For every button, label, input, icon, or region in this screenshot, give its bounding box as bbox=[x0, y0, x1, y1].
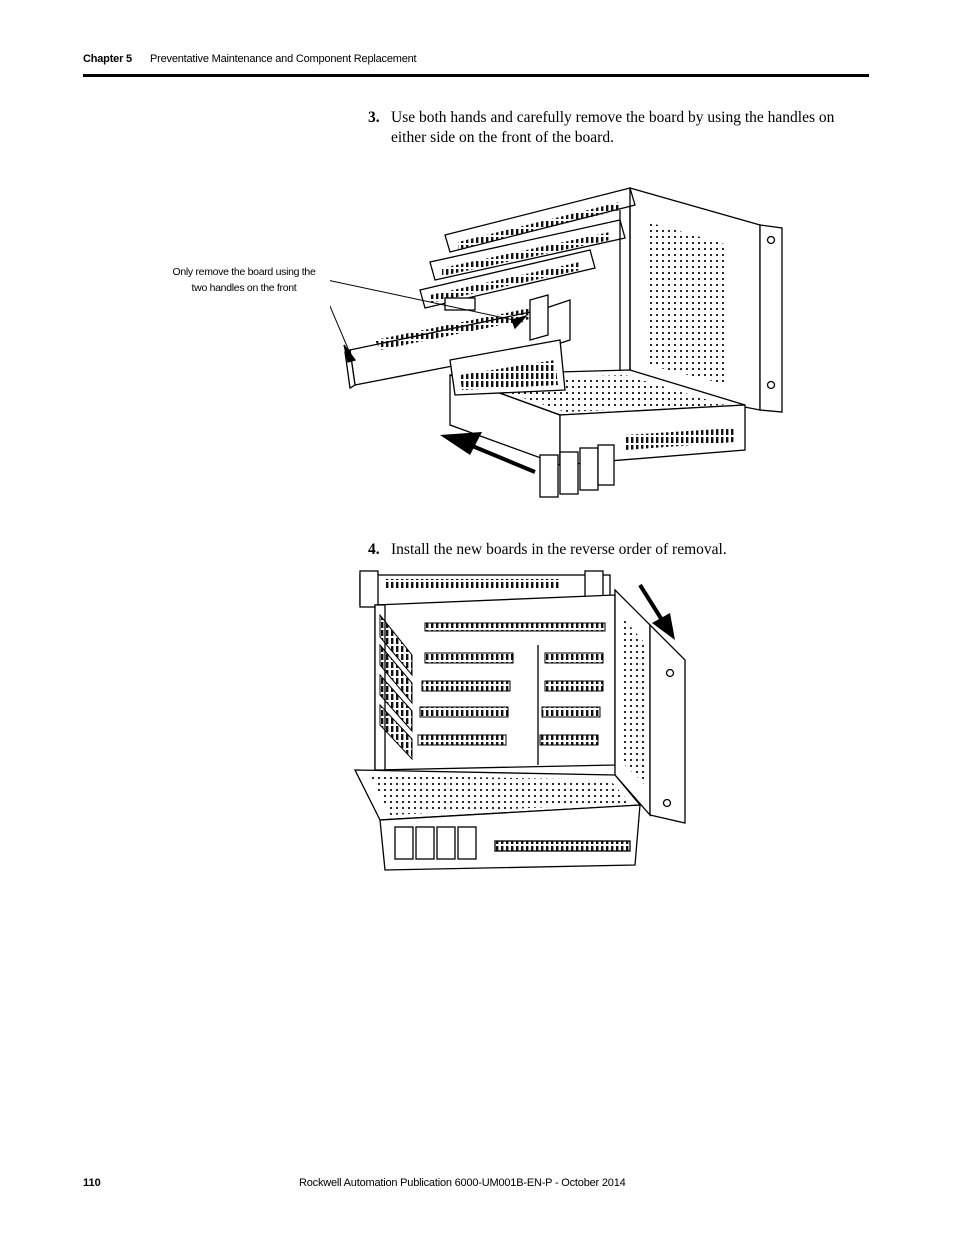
step-text: Install the new boards in the reverse or… bbox=[391, 541, 727, 558]
figure-callout: Only remove the board using the two hand… bbox=[172, 266, 316, 294]
publication-info: Rockwell Automation Publication 6000-UM0… bbox=[299, 1177, 626, 1189]
chapter-title: Preventative Maintenance and Component R… bbox=[150, 53, 417, 65]
header-rule bbox=[83, 74, 869, 77]
page-number: 110 bbox=[83, 1177, 101, 1189]
chapter-label: Chapter 5 bbox=[83, 53, 132, 65]
board-removal-illustration bbox=[330, 187, 783, 498]
step-3: 3. Use both hands and carefully remove t… bbox=[368, 108, 858, 150]
step-text: Use both hands and carefully remove the … bbox=[391, 109, 835, 146]
step-4: 4. Install the new boards in the reverse… bbox=[368, 540, 858, 562]
board-installation-illustration bbox=[353, 570, 686, 871]
step-number: 3. bbox=[368, 109, 380, 126]
step-number: 4. bbox=[368, 541, 380, 558]
page-header: Chapter 5 Preventative Maintenance and C… bbox=[83, 52, 869, 78]
